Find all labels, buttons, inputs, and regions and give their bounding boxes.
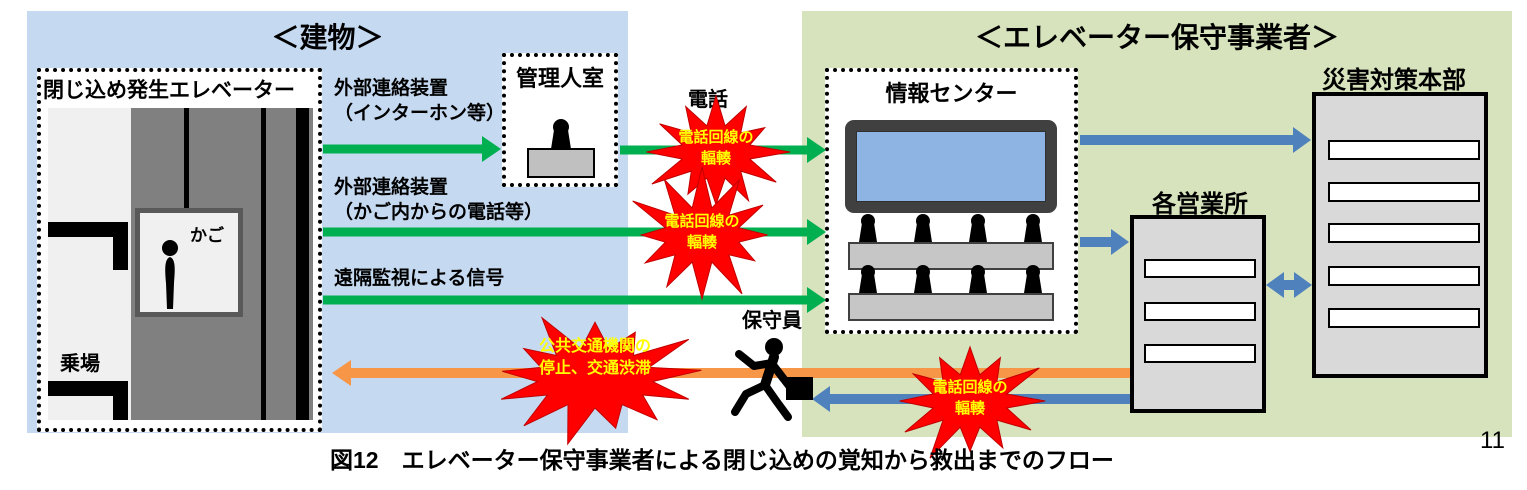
shaft-right-rail <box>296 108 309 420</box>
manager-phone-icon <box>527 119 595 178</box>
burst-phone-congestion-top: 電話回線の 輻輳 <box>640 86 792 218</box>
cage-phone-label: 外部連絡装置 （かご内からの電話等） <box>334 175 543 225</box>
burst-phone-congestion-mid: 電話回線の 輻輳 <box>620 165 784 305</box>
remote-signal-label: 遠隔監視による信号 <box>334 268 505 289</box>
burst-text-line2: 輻輳 <box>686 234 717 251</box>
hq-row <box>1328 182 1480 202</box>
disaster-hq-box <box>1312 92 1488 378</box>
burst-phone-congestion-bottom: 電話回線の 輻輳 <box>888 333 1052 469</box>
branch-offices-box <box>1130 215 1266 413</box>
arrow-remotesignal-to-infocenter <box>323 287 826 313</box>
info-center-title: 情報センター <box>885 81 1018 106</box>
burst-text-line1: 公共交通機関の <box>538 338 651 355</box>
floor-slab-lower-v <box>113 396 128 420</box>
branch-row <box>1144 344 1256 363</box>
hq-row <box>1328 223 1480 243</box>
disaster-hq-title: 災害対策本部 <box>1322 67 1466 94</box>
cage-phone-label-line1: 外部連絡装置 <box>334 177 449 198</box>
branch-offices-title: 各営業所 <box>1152 191 1248 218</box>
burst-text-line1: 電話回線の <box>664 213 740 230</box>
maintenance-staff-label: 保守員 <box>742 310 802 332</box>
monitor-screen-frame <box>845 120 1057 213</box>
burst-text-line1: 電話回線の <box>678 129 754 146</box>
page-number: 11 <box>1480 427 1505 454</box>
hq-row <box>1328 140 1480 160</box>
arrow-intercom-to-manager <box>323 136 501 162</box>
trapped-elevator-title: 閉じ込め発生エレベーター <box>43 79 295 102</box>
arrow-infocenter-to-branch <box>1080 229 1129 255</box>
elevator-cable <box>184 108 189 210</box>
floor-slab-upper-v <box>113 237 128 270</box>
shaft-guide-rail <box>261 108 266 420</box>
manager-room-title: 管理人室 <box>515 66 604 91</box>
cage-label: かご <box>190 226 224 245</box>
phone-bank-1 <box>848 242 1054 270</box>
figure-caption: 図12 エレベーター保守事業者による閉じ込めの覚知から救出までのフロー <box>330 447 1114 473</box>
floor-slab-lower-h <box>48 381 128 396</box>
landing-label: 乗場 <box>60 353 100 375</box>
intercom-label-line2: （インターホン等） <box>334 103 506 124</box>
hq-row <box>1328 266 1480 286</box>
branch-row <box>1144 259 1256 278</box>
hq-row <box>1328 308 1480 328</box>
phone-bank-2-handsets <box>859 265 1042 293</box>
monitor-screen <box>856 131 1046 202</box>
trapped-person-icon <box>162 240 178 309</box>
burst-text-line2: 輻輳 <box>700 150 731 167</box>
building-title: ＜建物＞ <box>271 22 384 53</box>
burst-text-line1: 電話回線の <box>932 379 1008 396</box>
arrow-infocenter-to-hq <box>1080 127 1311 153</box>
burst-traffic-disruption: 公共交通機関の 停止、交通渋滞 <box>478 308 712 448</box>
arrow-staff-travel-to-building <box>332 360 1130 386</box>
burst-text-line2: 輻輳 <box>954 400 985 417</box>
arrow-cagephone-to-infocenter <box>323 219 826 245</box>
maintenance-company-title: ＜エレベーター保守事業者＞ <box>974 22 1339 53</box>
arrow-branch-hq-bidirectional <box>1266 272 1312 298</box>
branch-row <box>1144 302 1256 321</box>
running-person-icon <box>731 338 813 421</box>
phone-bank-2 <box>848 293 1054 321</box>
intercom-label: 外部連絡装置 （インターホン等） <box>334 76 505 126</box>
cage-phone-label-line2: （かご内からの電話等） <box>334 202 544 223</box>
elevator-cage: かご <box>135 208 243 317</box>
floor-slab-upper-h <box>48 222 128 237</box>
intercom-label-line1: 外部連絡装置 <box>334 78 449 99</box>
phone-bank-1-handsets <box>859 214 1042 242</box>
burst-text-line2: 停止、交通渋滞 <box>538 360 651 377</box>
